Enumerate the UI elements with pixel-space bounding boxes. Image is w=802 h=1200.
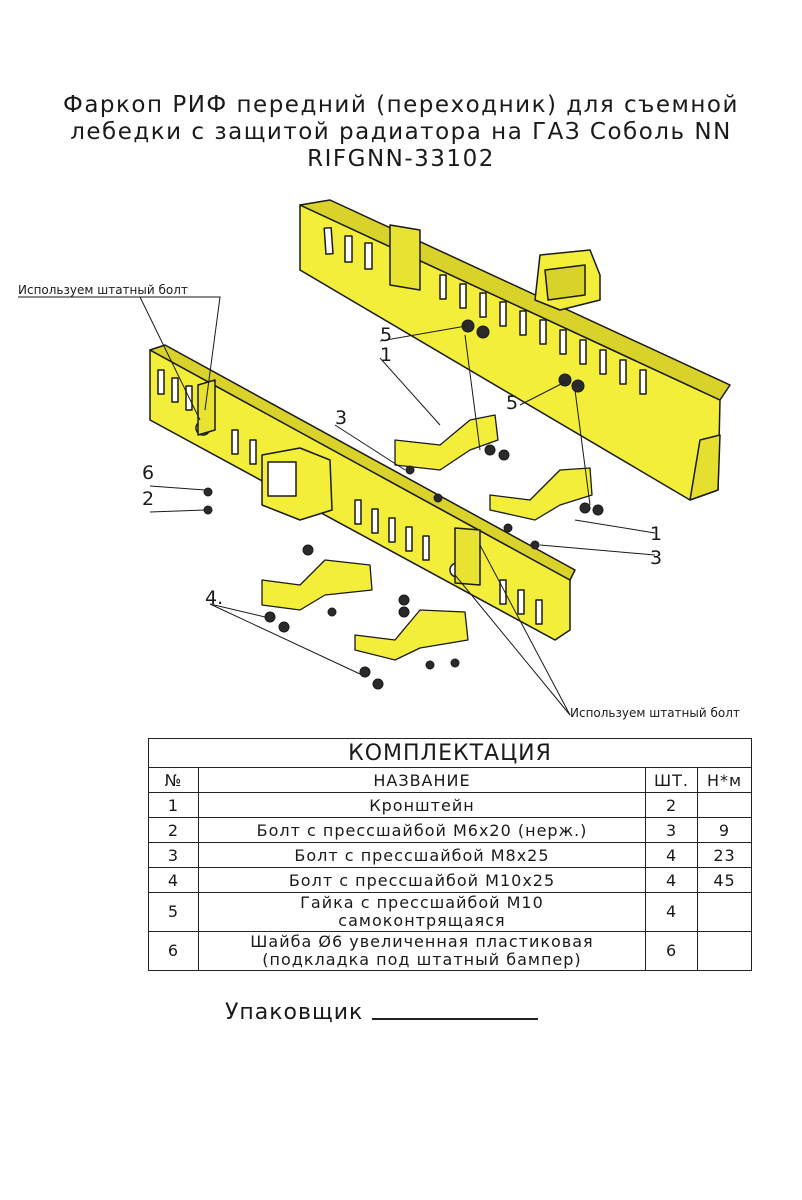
row-name-line-1: Гайка с прессшайбой М10 [300, 893, 544, 912]
row-number: 4 [148, 867, 199, 893]
row-number: 5 [148, 892, 199, 932]
row-name: Болт с прессшайбой М8х25 [197, 842, 647, 868]
row-name-line-2: (подкладка под штатный бампер) [262, 950, 582, 969]
row-torque [697, 892, 752, 932]
callout-1-top: 1 [380, 344, 393, 366]
title-line-3: RIFGNN-33102 [307, 146, 495, 172]
callout-standard-bolt-bottom: Используем штатный болт [570, 706, 740, 720]
callout-2: 2 [142, 488, 155, 510]
table-row: 6 Шайба Ø6 увеличенная пластиковая (подк… [148, 931, 752, 971]
row-qty: 2 [645, 792, 699, 818]
callout-5-top: 5 [380, 324, 393, 346]
row-number: 6 [148, 931, 199, 971]
table-row: 2 Болт с прессшайбой М6х20 (нерж.) 3 9 [148, 817, 752, 843]
page-title: Фаркоп РИФ передний (переходник) для съе… [0, 92, 802, 173]
row-name: Кронштейн [197, 792, 647, 818]
row-name-line-1: Шайба Ø6 увеличенная пластиковая [250, 932, 594, 951]
brackets [261, 414, 593, 661]
callout-1-right: 1 [650, 523, 663, 545]
callout-6: 6 [142, 462, 155, 484]
row-qty: 4 [645, 842, 699, 868]
row-name: Болт с прессшайбой М6х20 (нерж.) [197, 817, 647, 843]
row-number: 3 [148, 842, 199, 868]
row-number: 1 [148, 792, 199, 818]
row-torque [697, 931, 752, 971]
assembly-drawing [18, 199, 731, 716]
callout-5-right: 5 [506, 392, 519, 414]
callout-3-left: 3 [335, 407, 348, 429]
row-torque: 45 [697, 867, 752, 893]
row-number: 2 [148, 817, 199, 843]
row-name-line-2: самоконтрящаяся [338, 911, 506, 930]
row-torque: 23 [697, 842, 752, 868]
row-name: Шайба Ø6 увеличенная пластиковая (подкла… [197, 931, 647, 971]
front-beam [149, 344, 576, 641]
kit-table-caption: КОМПЛЕКТАЦИЯ [148, 738, 752, 768]
table-row: 3 Болт с прессшайбой М8х25 4 23 [148, 842, 752, 868]
kit-table: КОМПЛЕКТАЦИЯ № НАЗВАНИЕ ШТ. Н*м 1 Кроншт… [148, 738, 752, 971]
leader-lines [18, 296, 656, 716]
kit-table-header: № НАЗВАНИЕ ШТ. Н*м [148, 767, 752, 793]
row-name: Болт с прессшайбой М10х25 [197, 867, 647, 893]
row-torque: 9 [697, 817, 752, 843]
header-number: № [148, 767, 199, 793]
table-row: 5 Гайка с прессшайбой М10 самоконтрящаяс… [148, 892, 752, 932]
callout-standard-bolt-top: Используем штатный болт [18, 283, 188, 297]
row-name: Гайка с прессшайбой М10 самоконтрящаяся [197, 892, 647, 932]
row-qty: 4 [645, 867, 699, 893]
header-torque: Н*м [697, 767, 752, 793]
header-name: НАЗВАНИЕ [197, 767, 647, 793]
header-qty: ШТ. [645, 767, 699, 793]
row-qty: 4 [645, 892, 699, 932]
table-row: 4 Болт с прессшайбой М10х25 4 45 [148, 867, 752, 893]
title-line-1: Фаркоп РИФ передний (переходник) для съе… [63, 92, 739, 118]
packer-label: Упаковщик [225, 1000, 364, 1025]
callout-3-right: 3 [650, 547, 663, 569]
row-qty: 6 [645, 931, 699, 971]
packer-signature-line [372, 1018, 538, 1020]
row-torque [697, 792, 752, 818]
title-line-2: лебедки с защитой радиатора на ГАЗ Собол… [70, 119, 732, 145]
table-row: 1 Кронштейн 2 [148, 792, 752, 818]
callout-4: 4. [205, 587, 224, 609]
rear-beam [299, 199, 731, 501]
row-qty: 3 [645, 817, 699, 843]
